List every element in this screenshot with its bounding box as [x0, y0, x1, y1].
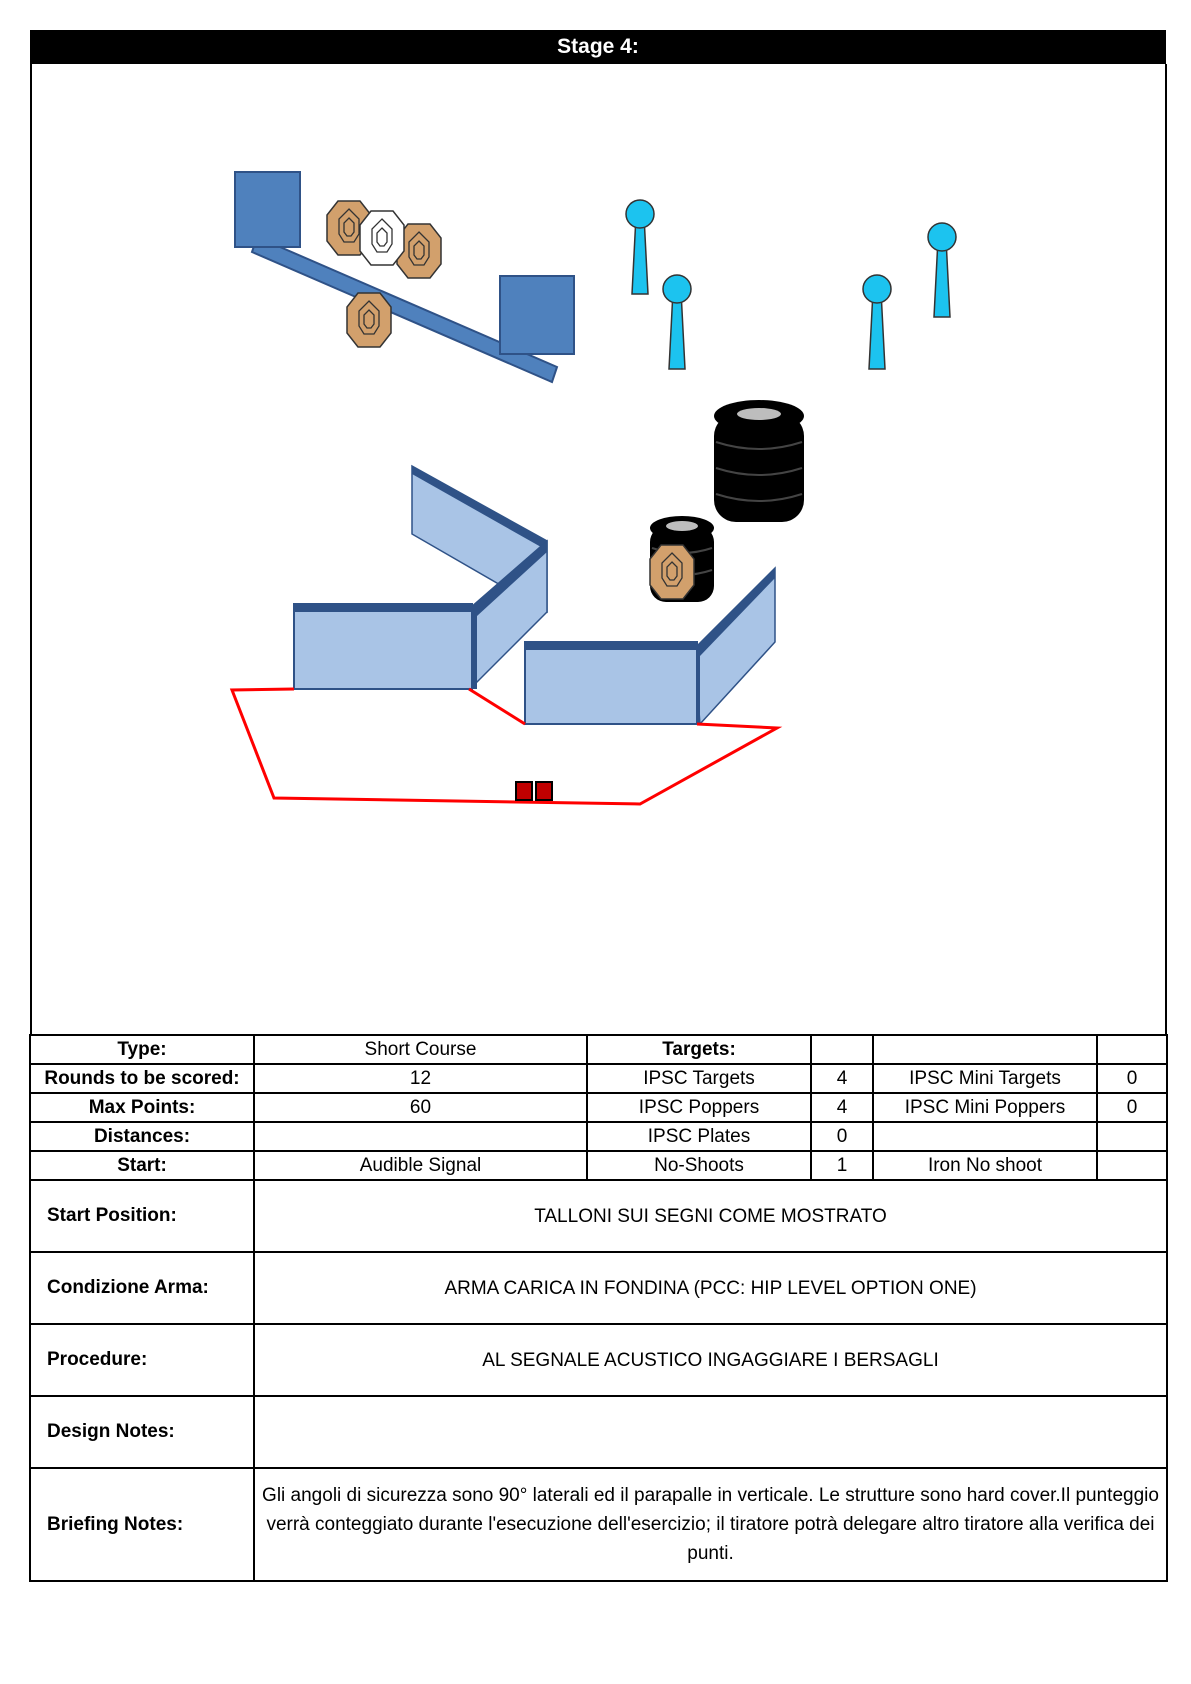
start-position-value: TALLONI SUI SEGNI COME MOSTRATO — [253, 1179, 1168, 1253]
noshoots-label: No-Shoots — [586, 1150, 812, 1181]
targets-header-count — [810, 1034, 874, 1065]
row-design-notes: Design Notes: — [29, 1395, 1168, 1469]
ipsc-target-icon — [346, 292, 392, 348]
row-type: Type: Short Course Targets: — [29, 1034, 1168, 1065]
points-value: 60 — [253, 1092, 588, 1123]
weapon-condition-label: Condizione Arma: — [29, 1251, 255, 1325]
barricade-wall — [234, 171, 575, 384]
targets-header-extra — [872, 1034, 1098, 1065]
row-start-position: Start Position: TALLONI SUI SEGNI COME M… — [29, 1179, 1168, 1253]
start-mark-icon — [515, 781, 533, 801]
wall-right — [524, 566, 776, 726]
empty-cell — [872, 1121, 1098, 1152]
popper-icon — [927, 222, 957, 318]
tire-stack-icon — [714, 400, 804, 522]
points-label: Max Points: — [29, 1092, 255, 1123]
weapon-condition-value: ARMA CARICA IN FONDINA (PCC: HIP LEVEL O… — [253, 1251, 1168, 1325]
mini-targets-count: 0 — [1096, 1063, 1168, 1094]
poppers-count: 4 — [810, 1092, 874, 1123]
targets-header-extra-count — [1096, 1034, 1168, 1065]
empty-cell — [1096, 1121, 1168, 1152]
row-distances: Distances: IPSC Plates 0 — [29, 1121, 1168, 1152]
iron-noshoot-label: Iron No shoot — [872, 1150, 1098, 1181]
fault-line — [468, 687, 526, 726]
popper-icon — [625, 199, 655, 295]
stage-diagram — [229, 171, 957, 806]
briefing-notes-value: Gli angoli di sicurezza sono 90° lateral… — [253, 1467, 1168, 1582]
ipsc-targets-label: IPSC Targets — [586, 1063, 812, 1094]
stage-info-table: Type: Short Course Targets: Rounds to be… — [29, 1034, 1168, 1582]
popper-icon — [662, 274, 692, 370]
mini-poppers-label: IPSC Mini Poppers — [872, 1092, 1098, 1123]
targets-header: Targets: — [586, 1034, 812, 1065]
plates-label: IPSC Plates — [586, 1121, 812, 1152]
ipsc-target-icon — [649, 544, 695, 600]
procedure-value: AL SEGNALE ACUSTICO INGAGGIARE I BERSAGL… — [253, 1323, 1168, 1397]
stage-diagram-frame — [30, 64, 1167, 1034]
noshoots-count: 1 — [810, 1150, 874, 1181]
noshoot-target-icon — [359, 210, 405, 266]
mini-targets-label: IPSC Mini Targets — [872, 1063, 1098, 1094]
row-briefing-notes: Briefing Notes: Gli angoli di sicurezza … — [29, 1467, 1168, 1582]
stage-title: Stage 4: — [30, 30, 1166, 64]
rounds-value: 12 — [253, 1063, 588, 1094]
start-value: Audible Signal — [253, 1150, 588, 1181]
row-procedure: Procedure: AL SEGNALE ACUSTICO INGAGGIAR… — [29, 1323, 1168, 1397]
start-position-label: Start Position: — [29, 1179, 255, 1253]
popper-icon — [862, 274, 892, 370]
type-value: Short Course — [253, 1034, 588, 1065]
ipsc-targets-count: 4 — [810, 1063, 874, 1094]
start-label: Start: — [29, 1150, 255, 1181]
distances-value — [253, 1121, 588, 1152]
row-rounds: Rounds to be scored: 12 IPSC Targets 4 I… — [29, 1063, 1168, 1094]
row-start: Start: Audible Signal No-Shoots 1 Iron N… — [29, 1150, 1168, 1181]
iron-noshoot-count — [1096, 1150, 1168, 1181]
plates-count: 0 — [810, 1121, 874, 1152]
mini-poppers-count: 0 — [1096, 1092, 1168, 1123]
procedure-label: Procedure: — [29, 1323, 255, 1397]
start-mark-icon — [535, 781, 553, 801]
wall-left — [293, 464, 548, 691]
design-notes-label: Design Notes: — [29, 1395, 255, 1469]
distances-label: Distances: — [29, 1121, 255, 1152]
briefing-notes-label: Briefing Notes: — [29, 1467, 255, 1582]
row-points: Max Points: 60 IPSC Poppers 4 IPSC Mini … — [29, 1092, 1168, 1123]
type-label: Type: — [29, 1034, 255, 1065]
rounds-label: Rounds to be scored: — [29, 1063, 255, 1094]
row-weapon-condition: Condizione Arma: ARMA CARICA IN FONDINA … — [29, 1251, 1168, 1325]
poppers-label: IPSC Poppers — [586, 1092, 812, 1123]
design-notes-value — [253, 1395, 1168, 1469]
fault-line — [229, 687, 783, 806]
